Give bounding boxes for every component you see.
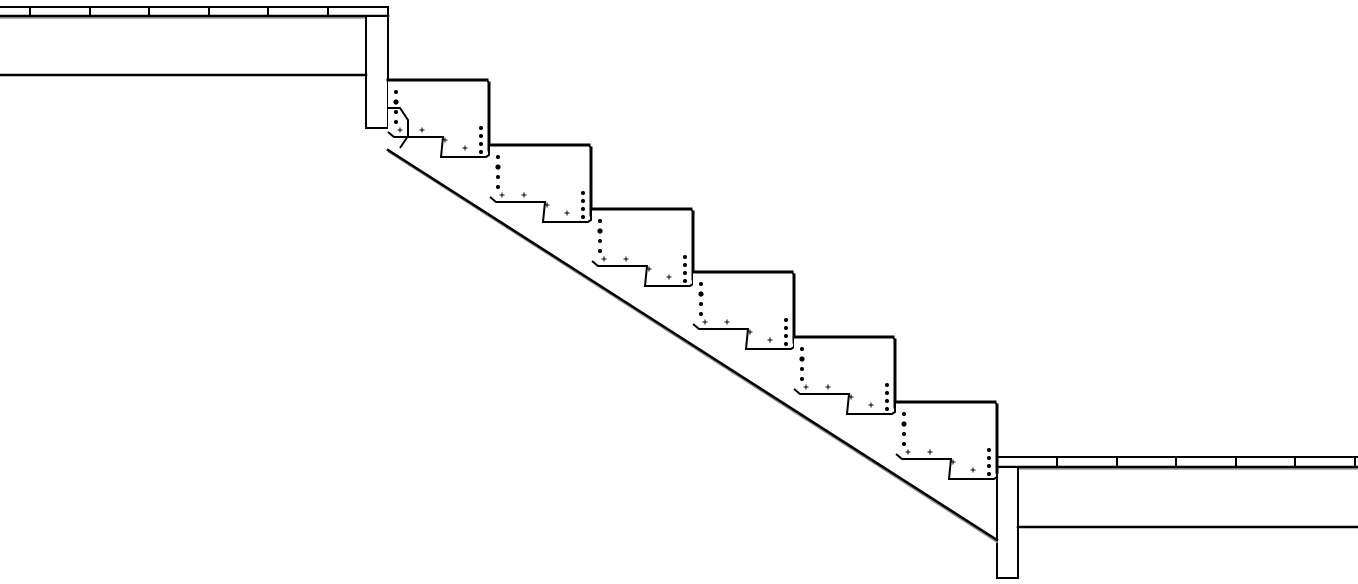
fastener-icon [394, 110, 398, 114]
fastener-icon [581, 191, 585, 195]
fastener-icon [699, 282, 703, 286]
fastener-icon [496, 155, 500, 159]
fastener-icon [901, 421, 907, 427]
stringer-bottom-edge [386, 148, 999, 542]
fastener-icon [800, 367, 804, 371]
fastener-icon [495, 164, 501, 170]
fastener-icon [784, 326, 788, 330]
fastener-icon [784, 342, 788, 346]
deck-post [996, 466, 1019, 579]
fastener-icon [597, 228, 603, 234]
fastener-icon [885, 391, 889, 395]
fastener-icon [393, 99, 399, 105]
fastener-icon [394, 90, 398, 94]
fastener-icon [885, 383, 889, 387]
fastener-icon [479, 126, 483, 130]
fastener-icon [496, 175, 500, 179]
step-bracket-outline [387, 79, 490, 158]
fastener-icon [598, 239, 602, 243]
stair-step [894, 400, 999, 480]
fastener-icon [479, 142, 483, 146]
fastener-icon [784, 318, 788, 322]
fastener-icon [496, 185, 500, 189]
stair-step [691, 270, 796, 350]
fastener-icon [479, 134, 483, 138]
step-end-block [388, 107, 409, 149]
stair-step [590, 207, 695, 287]
fastener-icon [581, 199, 585, 203]
step-bracket-outline [692, 271, 795, 350]
fastener-icon [885, 399, 889, 403]
fastener-icon [902, 432, 906, 436]
fastener-icon [784, 334, 788, 338]
step-bracket-outline [793, 336, 896, 415]
fastener-icon [699, 302, 703, 306]
fastener-icon [987, 448, 991, 452]
fastener-icon [885, 407, 889, 411]
fastener-icon [683, 271, 687, 275]
fastener-icon [699, 312, 703, 316]
fastener-icon [598, 219, 602, 223]
fastener-icon [479, 150, 483, 154]
fastener-icon [800, 347, 804, 351]
fastener-icon [683, 263, 687, 267]
fastener-icon [683, 255, 687, 259]
fastener-icon [800, 377, 804, 381]
fastener-icon [683, 279, 687, 283]
fastener-icon [394, 120, 398, 124]
fastener-icon [987, 464, 991, 468]
fastener-icon [987, 472, 991, 476]
step-bracket-outline [489, 144, 592, 223]
fastener-icon [698, 291, 704, 297]
lower-deck [995, 456, 1358, 579]
upper-deck [0, 6, 390, 129]
stair-step [792, 335, 897, 415]
stair-step [488, 143, 593, 223]
step-bracket-outline [591, 208, 694, 287]
fastener-icon [598, 249, 602, 253]
fastener-icon [581, 215, 585, 219]
fastener-icon [987, 456, 991, 460]
stair-steps [386, 78, 999, 480]
fastener-icon [581, 207, 585, 211]
deck-post [365, 15, 389, 129]
fastener-icon [799, 356, 805, 362]
fastener-icon [902, 442, 906, 446]
stair-stringer [386, 148, 999, 544]
fastener-icon [902, 412, 906, 416]
stair-step [386, 78, 491, 158]
step-bracket-outline [895, 401, 998, 480]
